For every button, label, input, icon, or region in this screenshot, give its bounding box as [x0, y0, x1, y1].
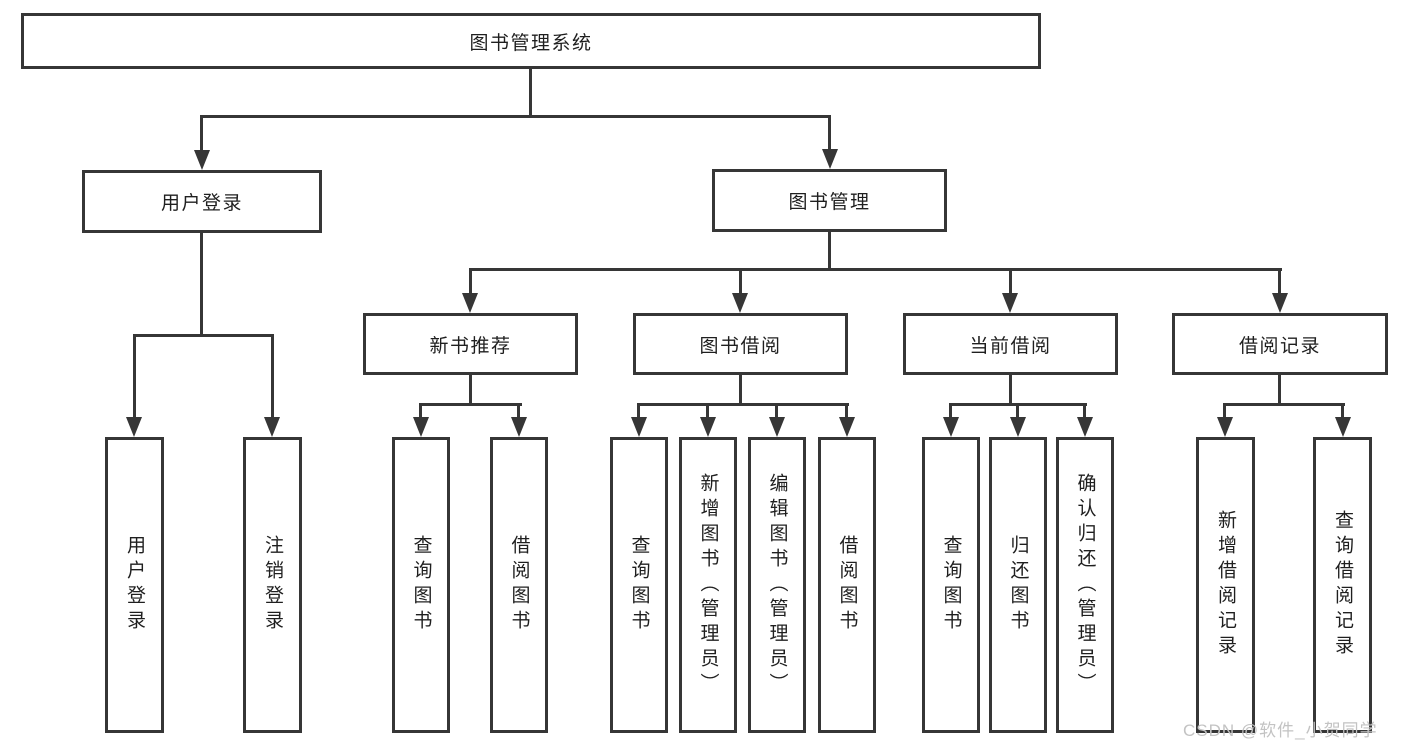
leaf-query-books-recommend-label: 查询图书	[410, 535, 432, 635]
connector-line	[529, 69, 532, 117]
arrowhead-down-icon	[839, 417, 855, 437]
connector-line	[469, 375, 472, 406]
connector-line	[828, 115, 831, 149]
leaf-logout-label: 注销登录	[262, 535, 283, 635]
node-user-login-label: 用户登录	[160, 193, 243, 214]
leaf-query-books-current-label: 查询图书	[940, 535, 962, 635]
connector-line	[200, 115, 203, 150]
arrowhead-down-icon	[943, 417, 959, 437]
connector-line	[1083, 403, 1086, 417]
connector-line	[271, 334, 274, 417]
connector-line	[469, 268, 1282, 271]
node-book-borrow: 图书借阅	[633, 313, 848, 375]
arrowhead-down-icon	[1010, 417, 1026, 437]
connector-line	[739, 375, 742, 406]
node-book-borrow-label: 图书借阅	[699, 335, 782, 357]
node-current-borrow-label: 当前借阅	[969, 335, 1052, 357]
connector-line	[706, 403, 709, 417]
leaf-borrow-books-recommend: 借阅图书	[490, 437, 548, 733]
leaf-return-book-label: 归还图书	[1007, 535, 1029, 635]
connector-line	[949, 403, 952, 417]
leaf-query-books-borrow-label: 查询图书	[628, 535, 650, 635]
connector-line	[419, 403, 522, 406]
leaf-borrow-books-recommend-label: 借阅图书	[508, 535, 530, 635]
connector-line	[419, 403, 422, 417]
connector-line	[1009, 268, 1012, 295]
leaf-edit-book-admin-label: 编辑图书（管理员）	[766, 472, 788, 698]
connector-line	[775, 403, 778, 417]
connector-line	[1278, 375, 1281, 406]
leaf-add-borrow-record: 新增借阅记录	[1196, 437, 1255, 733]
leaf-borrow-books: 借阅图书	[818, 437, 876, 733]
node-root-label: 图书管理系统	[469, 32, 593, 54]
connector-line	[1016, 403, 1019, 417]
connector-line	[739, 268, 742, 295]
connector-line	[517, 403, 520, 417]
arrowhead-down-icon	[413, 417, 429, 437]
leaf-query-books-borrow: 查询图书	[610, 437, 668, 733]
node-book-management-label: 图书管理	[788, 192, 871, 213]
node-borrow-record-label: 借阅记录	[1238, 335, 1321, 357]
arrowhead-down-icon	[462, 293, 478, 313]
leaf-borrow-books-label: 借阅图书	[836, 535, 858, 635]
arrowhead-down-icon	[1272, 293, 1288, 313]
node-root-library-system: 图书管理系统	[21, 13, 1041, 69]
node-borrow-record: 借阅记录	[1172, 313, 1388, 375]
arrowhead-down-icon	[511, 417, 527, 437]
arrowhead-down-icon	[264, 417, 280, 437]
node-new-book-recommend: 新书推荐	[363, 313, 578, 375]
arrowhead-down-icon	[631, 417, 647, 437]
leaf-add-book-admin-label: 新增图书（管理员）	[697, 472, 719, 698]
connector-line	[1223, 403, 1226, 417]
arrowhead-down-icon	[1335, 417, 1351, 437]
arrowhead-down-icon	[194, 150, 210, 170]
leaf-query-books-current: 查询图书	[922, 437, 980, 733]
node-current-borrow: 当前借阅	[903, 313, 1118, 375]
arrowhead-down-icon	[1217, 417, 1233, 437]
connector-line	[637, 403, 849, 406]
leaf-confirm-return-admin: 确认归还（管理员）	[1056, 437, 1114, 733]
connector-line	[133, 334, 274, 337]
leaf-logout: 注销登录	[243, 437, 302, 733]
connector-line	[133, 334, 136, 417]
node-book-management: 图书管理	[712, 169, 947, 232]
arrowhead-down-icon	[822, 149, 838, 169]
leaf-user-login-label: 用户登录	[124, 535, 145, 635]
arrowhead-down-icon	[1077, 417, 1093, 437]
connector-line	[1278, 268, 1281, 295]
leaf-query-borrow-record: 查询借阅记录	[1313, 437, 1372, 733]
leaf-query-books-recommend: 查询图书	[392, 437, 450, 733]
leaf-edit-book-admin: 编辑图书（管理员）	[748, 437, 806, 733]
connector-line	[200, 233, 203, 337]
connector-line	[469, 268, 472, 295]
connector-line	[845, 403, 848, 417]
arrowhead-down-icon	[700, 417, 716, 437]
leaf-add-borrow-record-label: 新增借阅记录	[1215, 510, 1236, 660]
connector-line	[828, 232, 831, 271]
leaf-query-borrow-record-label: 查询借阅记录	[1332, 510, 1353, 660]
node-new-book-recommend-label: 新书推荐	[429, 335, 512, 357]
leaf-return-book: 归还图书	[989, 437, 1047, 733]
arrowhead-down-icon	[732, 293, 748, 313]
leaf-user-login: 用户登录	[105, 437, 164, 733]
connector-line	[1341, 403, 1344, 417]
arrowhead-down-icon	[769, 417, 785, 437]
connector-line	[1009, 375, 1012, 406]
csdn-watermark: CSDN @软件_小贺同学	[1183, 721, 1378, 740]
connector-line	[200, 115, 831, 118]
connector-line	[1223, 403, 1345, 406]
node-user-login: 用户登录	[82, 170, 322, 233]
arrowhead-down-icon	[126, 417, 142, 437]
connector-line	[637, 403, 640, 417]
arrowhead-down-icon	[1002, 293, 1018, 313]
leaf-add-book-admin: 新增图书（管理员）	[679, 437, 737, 733]
leaf-confirm-return-admin-label: 确认归还（管理员）	[1074, 472, 1096, 698]
